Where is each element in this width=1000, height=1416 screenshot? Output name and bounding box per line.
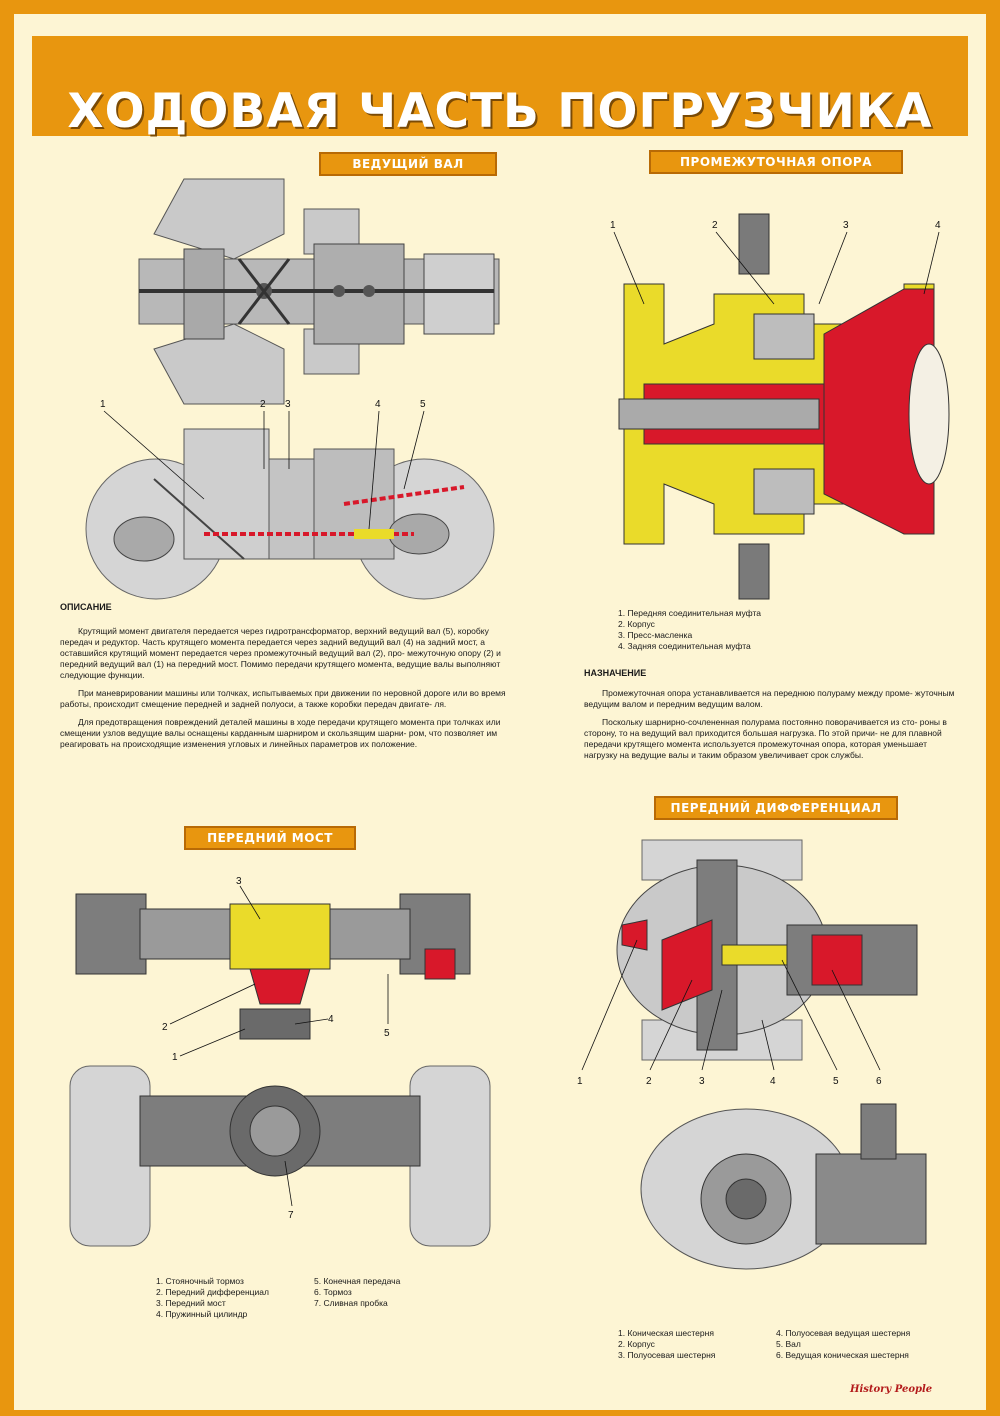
diff-legend-item: 3. Полуосевая шестерня	[618, 1350, 716, 1360]
axle-legend-item: 4. Пружинный цилиндр	[156, 1309, 248, 1319]
support-legend: 1. Передняя соединительная муфта 2. Корп…	[618, 608, 761, 652]
support-callout-1: 1	[610, 220, 616, 231]
drive-shaft-callout-4: 4	[375, 399, 381, 410]
front-differential-section: 1 2 3 4 5 6	[577, 839, 918, 1087]
front-differential-external	[640, 1103, 927, 1270]
diff-callout-5: 5	[833, 1076, 839, 1087]
label-drive-shaft: ВЕДУЩИЙ ВАЛ	[319, 152, 497, 176]
support-legend-item: 1. Передняя соединительная муфта	[618, 608, 761, 618]
title-band: ХОДОВАЯ ЧАСТЬ ПОГРУЗЧИКА	[30, 34, 970, 139]
purpose-text: Промежуточная опора устанавливается на п…	[584, 688, 960, 768]
diff-callout-4: 4	[770, 1076, 776, 1087]
diff-legend-item: 6. Ведущая коническая шестерня	[776, 1350, 909, 1360]
front-axle-top-view: 3 2 1 4 5	[75, 876, 471, 1063]
description-paragraph: Крутящий момент двигателя передается чер…	[60, 626, 501, 680]
label-front-axle: ПЕРЕДНИЙ МОСТ	[184, 826, 356, 850]
diff-legend-item: 2. Корпус	[618, 1339, 655, 1349]
axle-callout-1: 1	[172, 1052, 178, 1063]
purpose-paragraph: Промежуточная опора устанавливается на п…	[584, 688, 955, 709]
axle-callout-5: 5	[384, 1028, 390, 1039]
axle-legend-item: 3. Передний мост	[156, 1298, 226, 1308]
drive-shaft-callout-2: 2	[260, 399, 266, 410]
support-callout-2: 2	[712, 220, 718, 231]
support-legend-item: 4. Задняя соединительная муфта	[618, 641, 751, 651]
drive-shaft-callout-3: 3	[285, 399, 291, 410]
description-paragraph: Для предотвращения повреждений деталей м…	[60, 717, 501, 749]
axle-callout-2: 2	[162, 1022, 168, 1033]
axle-callout-4: 4	[328, 1014, 334, 1025]
diff-legend-right: 4. Полуосевая ведущая шестерня 5. Вал 6.…	[776, 1328, 910, 1361]
diff-legend-item: 5. Вал	[776, 1339, 801, 1349]
axle-legend-item: 6. Тормоз	[314, 1287, 352, 1297]
axle-legend-item: 5. Конечная передача	[314, 1276, 401, 1286]
diff-callout-1: 1	[577, 1076, 583, 1087]
purpose-paragraph: Поскольку шарнирно-сочлененная полурама …	[584, 717, 947, 760]
axle-legend-right: 5. Конечная передача 6. Тормоз 7. Сливна…	[314, 1276, 400, 1309]
label-intermediate-support: ПРОМЕЖУТОЧНАЯ ОПОРА	[649, 150, 903, 174]
diff-legend-item: 1. Коническая шестерня	[618, 1328, 714, 1338]
diff-callout-3: 3	[699, 1076, 705, 1087]
support-callout-3: 3	[843, 220, 849, 231]
diff-callout-6: 6	[876, 1076, 882, 1087]
brand-logo: History People	[850, 1384, 933, 1395]
diff-legend-item: 4. Полуосевая ведущая шестерня	[776, 1328, 911, 1338]
axle-legend-item: 7. Сливная пробка	[314, 1298, 388, 1308]
drive-shaft-callout-5: 5	[420, 399, 426, 410]
support-legend-item: 3. Пресс-масленка	[618, 630, 693, 640]
front-axle-rear-view: 7	[69, 1065, 491, 1247]
drive-shaft-side-view: 1 2 3 4 5	[85, 399, 495, 600]
description-paragraph: При маневрировании машины или толчках, и…	[60, 688, 506, 709]
axle-legend-item: 1. Стояночный тормоз	[156, 1276, 244, 1286]
poster-inner: ХОДОВАЯ ЧАСТЬ ПОГРУЗЧИКА ВЕДУЩИЙ ВАЛ ПРО…	[14, 14, 986, 1410]
intermediate-support-section: 1 2 3 4	[610, 213, 950, 600]
label-front-differential: ПЕРЕДНИЙ ДИФФЕРЕНЦИАЛ	[654, 796, 898, 820]
support-callout-4: 4	[935, 220, 941, 231]
support-legend-item: 2. Корпус	[618, 619, 655, 629]
purpose-heading: НАЗНАЧЕНИЕ	[584, 668, 647, 678]
diff-callout-2: 2	[646, 1076, 652, 1087]
description-text: Крутящий момент двигателя передается чер…	[60, 626, 522, 757]
axle-callout-7: 7	[288, 1210, 294, 1221]
axle-legend-left: 1. Стояночный тормоз 2. Передний диффере…	[156, 1276, 269, 1320]
axle-callout-3: 3	[236, 876, 242, 887]
drive-shaft-callout-1: 1	[100, 399, 106, 410]
page-title: ХОДОВАЯ ЧАСТЬ ПОГРУЗЧИКА	[67, 84, 933, 139]
axle-legend-item: 2. Передний дифференциал	[156, 1287, 269, 1297]
diff-legend-left: 1. Коническая шестерня 2. Корпус 3. Полу…	[618, 1328, 715, 1361]
description-heading: ОПИСАНИЕ	[60, 602, 112, 612]
drive-shaft-top-view	[138, 178, 500, 405]
